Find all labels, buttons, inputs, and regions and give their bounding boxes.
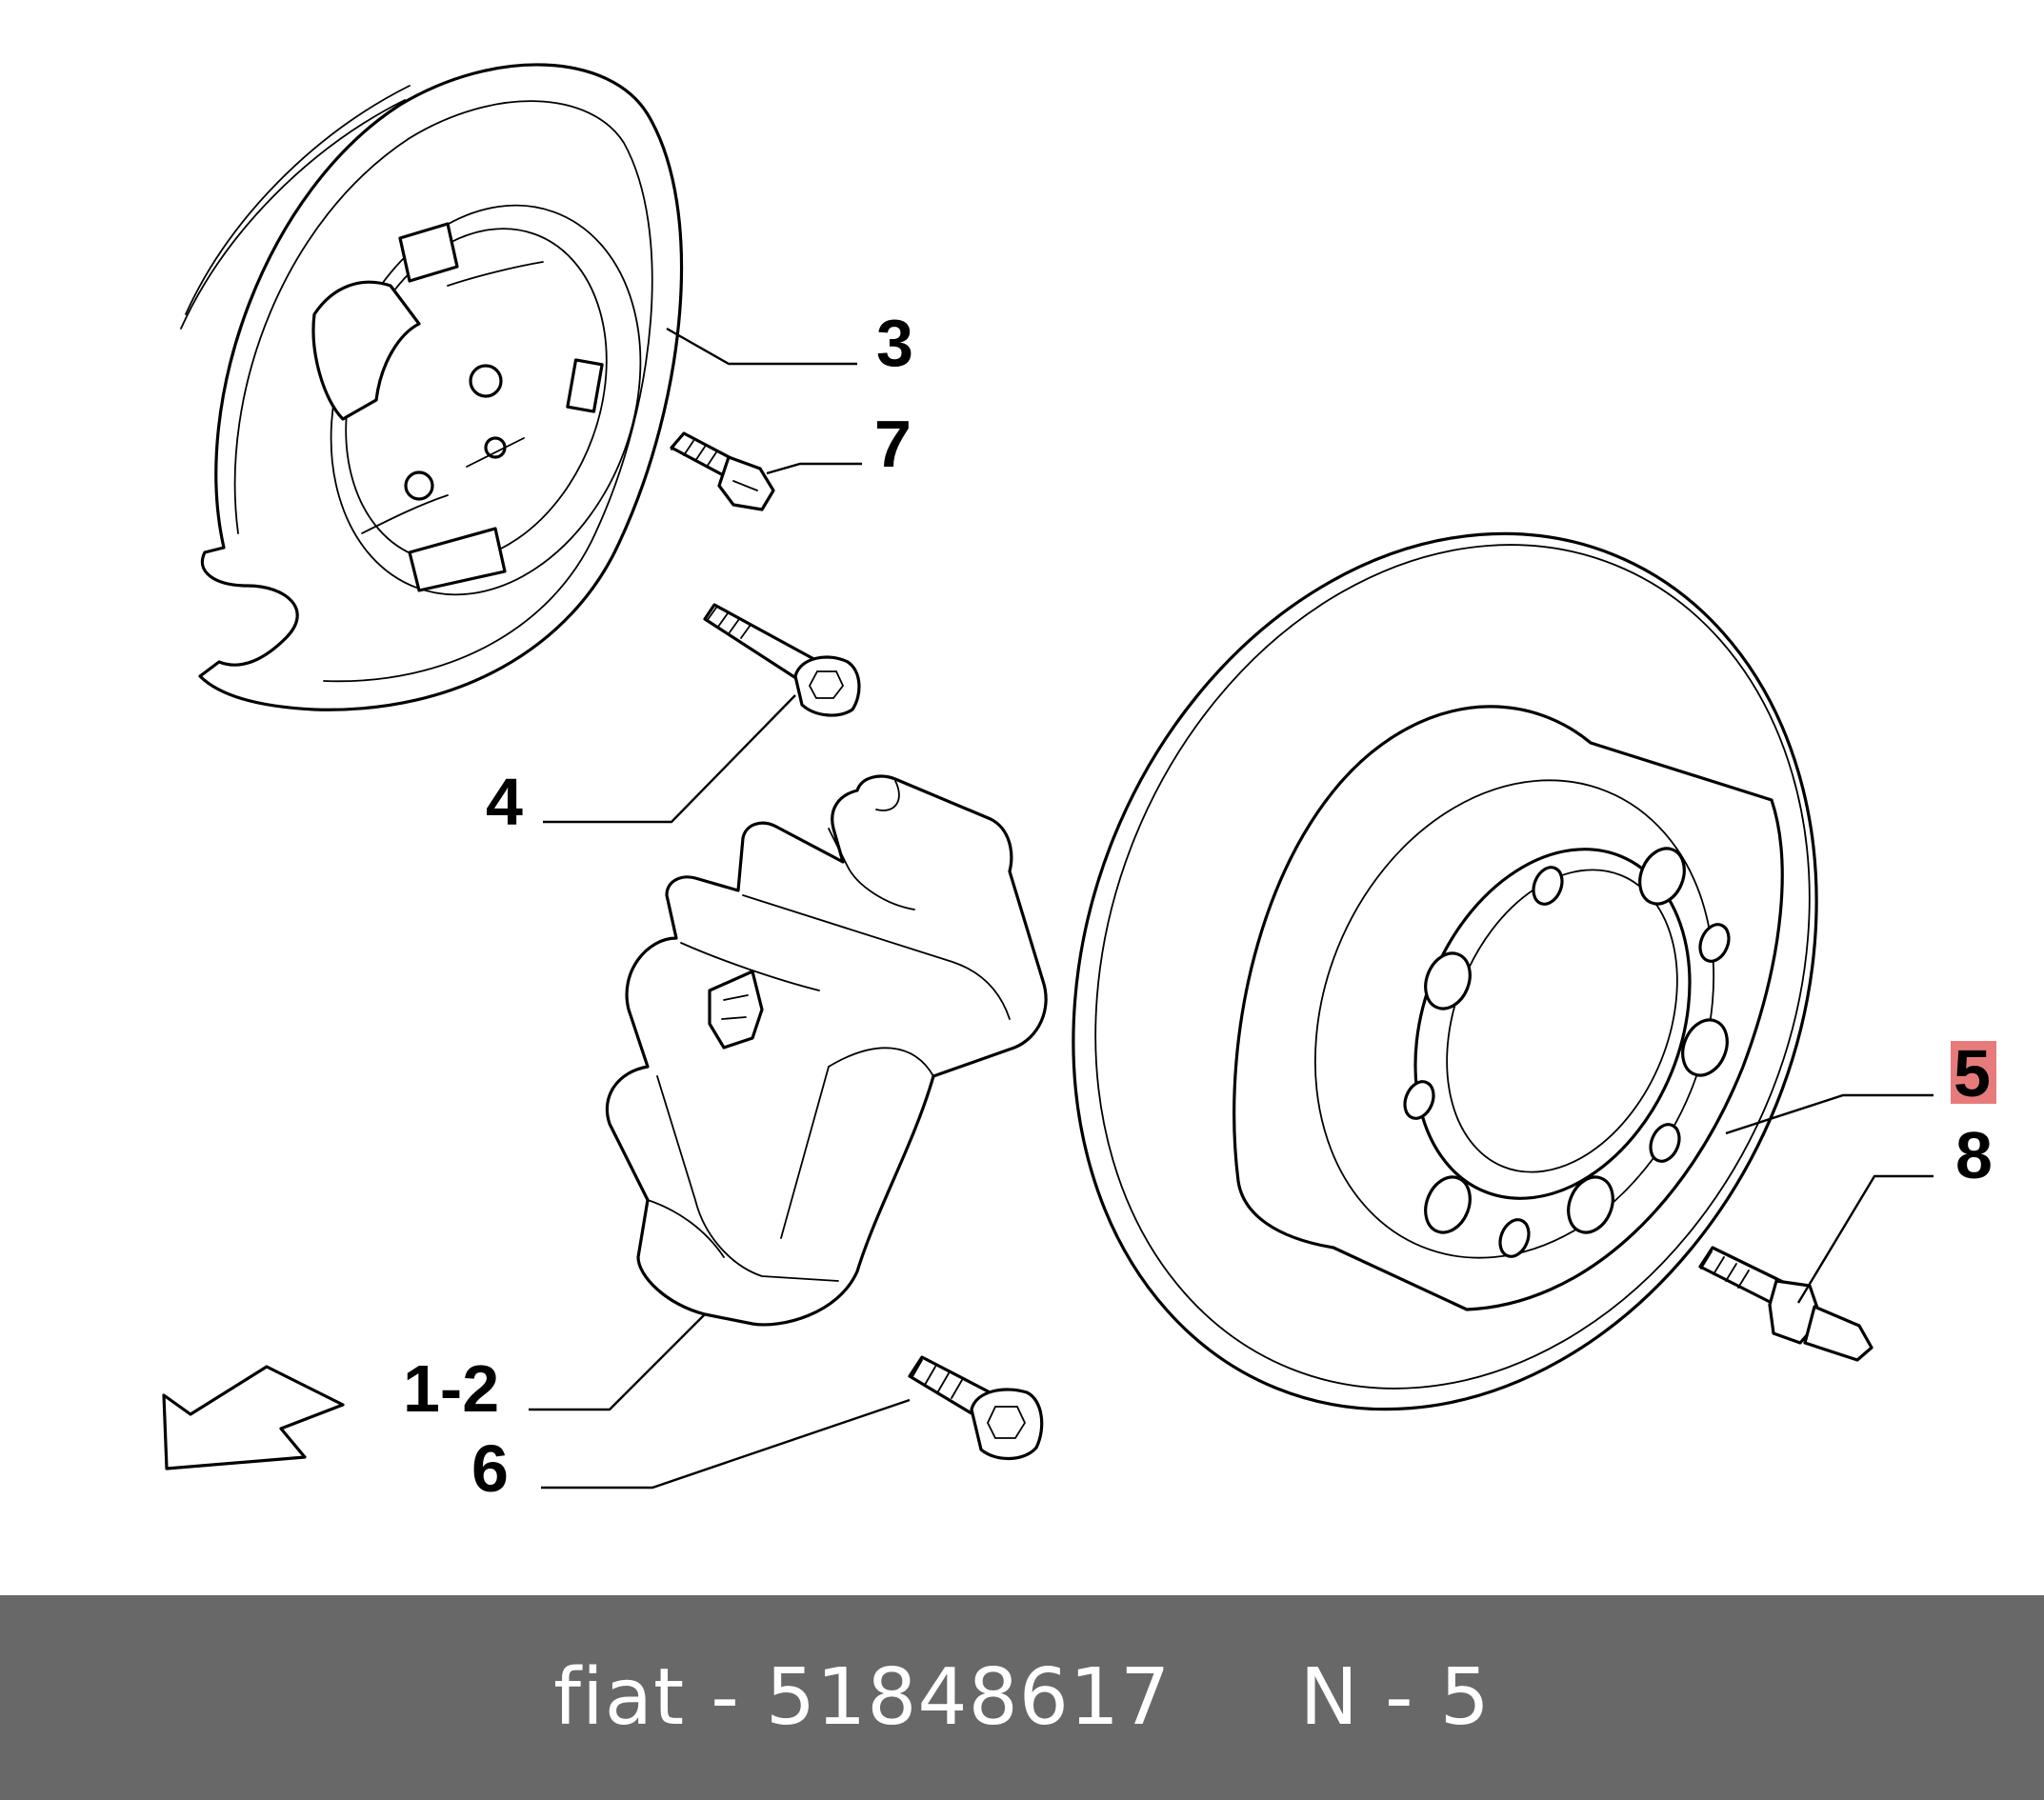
backing-plate-part-3 — [180, 63, 684, 711]
leader-8 — [1796, 1174, 1934, 1304]
callout-3: 3 — [876, 306, 913, 380]
callout-1-2: 1-2 — [403, 1351, 499, 1426]
bolt-part-4 — [703, 603, 861, 717]
callout-6: 6 — [471, 1431, 509, 1506]
bolt-part-6 — [908, 1355, 1044, 1461]
stud-part-8 — [1698, 1246, 1874, 1362]
callout-5: 5 — [1954, 1036, 1991, 1110]
brake-disc-part-5 — [1072, 531, 1818, 1411]
brake-assembly-diagram: 3 7 4 5 8 1-2 6 — [162, 63, 1996, 1506]
leader-1-2 — [529, 1313, 706, 1411]
leader-5 — [1725, 1093, 1934, 1135]
bolt-part-7 — [670, 431, 775, 511]
leader-4 — [543, 694, 796, 824]
callout-4: 4 — [486, 765, 523, 839]
footer-bar: fiat - 51848617 N - 5 — [0, 1595, 2044, 1800]
part-number-caption: fiat - 51848617 N - 5 — [553, 1652, 1491, 1743]
leader-6 — [541, 1398, 911, 1490]
callout-5-highlight — [1951, 1041, 1996, 1104]
direction-arrow-icon — [162, 1365, 345, 1470]
leader-lines — [529, 327, 1934, 1490]
callout-7: 7 — [874, 407, 912, 481]
leader-3 — [666, 327, 857, 366]
callout-labels: 3 7 4 5 8 1-2 6 — [403, 306, 1996, 1506]
leader-7 — [766, 462, 862, 475]
callout-8: 8 — [1955, 1118, 1993, 1192]
caliper-part-1-2 — [605, 774, 1048, 1327]
